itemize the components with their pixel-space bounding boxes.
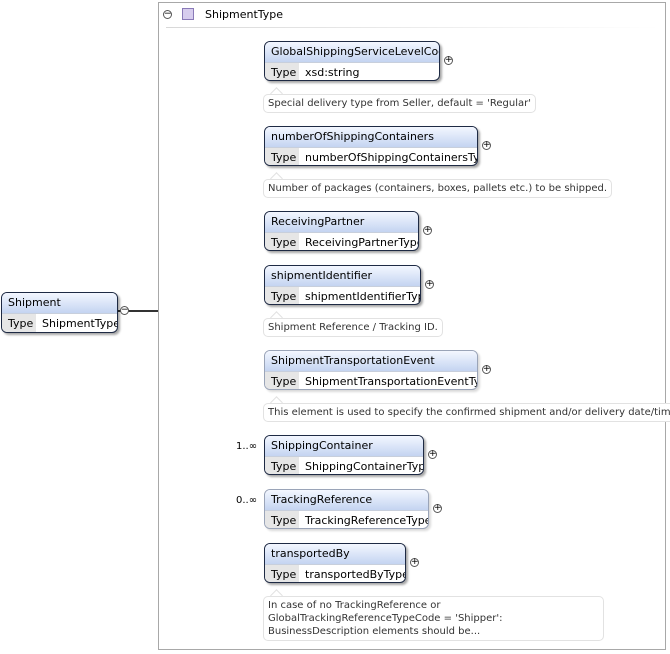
element-type-row: Type xsd:string: [265, 62, 439, 80]
type-label: Type: [265, 148, 299, 165]
type-value: transportedByType: [305, 568, 406, 581]
element-name: numberOfShippingContainers: [265, 127, 477, 147]
type-value: ShippingContainerType: [305, 460, 424, 473]
element-type-row: Type transportedByType: [265, 564, 406, 582]
type-label: Type: [2, 314, 36, 332]
element-name: shipmentIdentifier: [265, 266, 420, 286]
expand-toggle[interactable]: +: [482, 140, 491, 150]
root-element-name: Shipment: [2, 293, 117, 313]
element-box[interactable]: transportedBy Type transportedByType: [264, 543, 406, 583]
expand-toggle[interactable]: +: [428, 449, 437, 459]
element-type-row: Type TrackingReferenceType: [265, 510, 429, 528]
occurrence-label: 1..∞: [236, 441, 258, 452]
element-type-row: Type shipmentIdentifierType: [265, 286, 421, 304]
type-value: numberOfShippingContainersType: [305, 151, 478, 164]
element-name: ShipmentTransportationEvent: [265, 351, 477, 371]
type-label: Type: [265, 511, 299, 528]
element-box[interactable]: ReceivingPartner Type ReceivingPartnerTyp…: [264, 211, 419, 251]
type-label: Type: [265, 63, 299, 80]
element-box[interactable]: ShippingContainer Type ShippingContainerT…: [264, 435, 424, 475]
element-box[interactable]: TrackingReference Type TrackingReferenceT…: [264, 489, 429, 529]
type-value: ReceivingPartnerType: [305, 236, 419, 249]
root-collapse-toggle[interactable]: −: [120, 305, 129, 315]
expand-toggle[interactable]: +: [482, 364, 491, 374]
element-type-row: Type ReceivingPartnerType: [265, 232, 419, 250]
root-element-type-row: Type ShipmentType: [2, 313, 118, 332]
element-type-row: Type ShippingContainerType: [265, 456, 424, 474]
root-element-box[interactable]: Shipment Type ShipmentType: [1, 292, 118, 333]
element-name: TrackingReference: [265, 490, 428, 510]
type-label: Type: [265, 457, 299, 474]
annotation: In case of no TrackingReference or Globa…: [263, 596, 604, 641]
annotation: Number of packages (containers, boxes, p…: [263, 179, 613, 198]
occurrence-label: 0..∞: [236, 495, 258, 506]
complex-type-icon: [182, 8, 194, 20]
type-value: xsd:string: [305, 66, 360, 79]
type-value: ShipmentType: [42, 317, 118, 330]
type-value: ShipmentTransportationEventType: [305, 375, 478, 388]
element-name: ReceivingPartner: [265, 212, 418, 232]
type-label: Type: [265, 287, 299, 304]
element-type-row: Type numberOfShippingContainersType: [265, 147, 478, 165]
complex-type-collapse-toggle[interactable]: −: [163, 9, 172, 19]
type-label: Type: [265, 565, 299, 582]
element-name: ShippingContainer: [265, 436, 423, 456]
type-label: Type: [265, 233, 299, 250]
annotation: Special delivery type from Seller, defau…: [263, 94, 536, 113]
type-value: TrackingReferenceType: [305, 514, 429, 527]
expand-toggle[interactable]: +: [423, 225, 432, 235]
complex-type-name: ShipmentType: [205, 8, 284, 21]
element-type-row: Type ShipmentTransportationEventType: [265, 371, 478, 389]
expand-toggle[interactable]: +: [425, 279, 434, 289]
expand-toggle[interactable]: +: [410, 557, 419, 567]
expand-toggle[interactable]: +: [433, 503, 442, 513]
element-box[interactable]: GlobalShippingServiceLevelCode Type xsd:s…: [264, 41, 440, 81]
element-name: transportedBy: [265, 544, 405, 564]
annotation: This element is used to specify the conf…: [263, 403, 670, 422]
type-label: Type: [265, 372, 299, 389]
expand-toggle[interactable]: +: [444, 55, 453, 65]
element-box[interactable]: numberOfShippingContainers Type numberOfS…: [264, 126, 478, 166]
element-box[interactable]: shipmentIdentifier Type shipmentIdentifie…: [264, 265, 421, 305]
element-box[interactable]: ShipmentTransportationEvent Type Shipment…: [264, 350, 478, 390]
type-value: shipmentIdentifierType: [305, 290, 421, 303]
element-name: GlobalShippingServiceLevelCode: [265, 42, 439, 62]
frame-separator: [166, 27, 660, 28]
annotation: Shipment Reference / Tracking ID.: [263, 318, 443, 337]
